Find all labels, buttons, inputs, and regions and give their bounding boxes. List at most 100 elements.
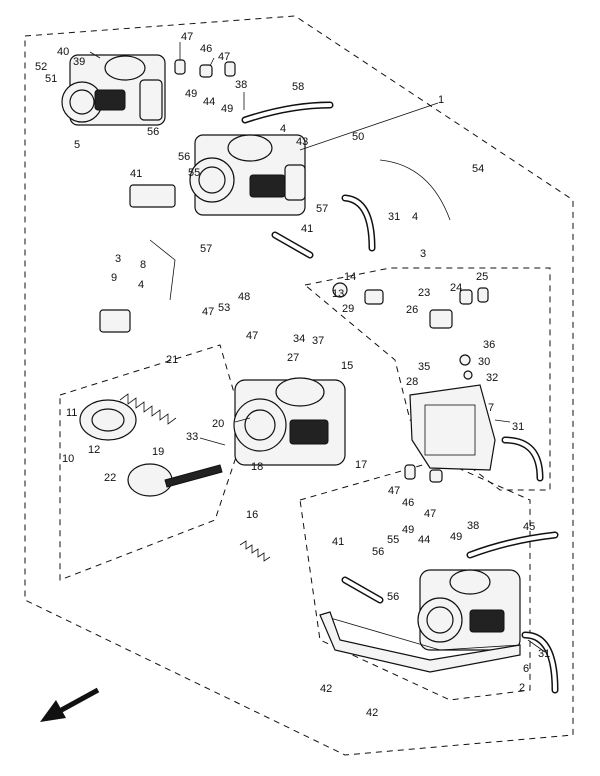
- carburetor-2: [417, 569, 521, 651]
- callout-44: 44: [418, 534, 430, 546]
- callout-28: 28: [406, 376, 418, 388]
- callout-37: 37: [312, 335, 324, 347]
- callout-24: 24: [450, 282, 462, 294]
- callout-47: 47: [424, 508, 436, 520]
- callout-57: 57: [200, 243, 212, 255]
- callout-46: 46: [200, 43, 212, 55]
- throttle-link-top: [149, 239, 176, 301]
- callout-49: 49: [185, 88, 197, 100]
- callout-31: 31: [538, 648, 550, 660]
- callout-45: 45: [523, 521, 535, 533]
- callout-38: 38: [235, 79, 247, 91]
- callout-31: 31: [512, 421, 524, 433]
- callout-47: 47: [388, 485, 400, 497]
- callout-53: 53: [218, 302, 230, 314]
- carburetor-5: [61, 54, 166, 126]
- float-chamber-28: [409, 384, 496, 471]
- callout-36: 36: [483, 339, 495, 351]
- throttle-link-bottom: [319, 614, 521, 651]
- callout-47: 47: [218, 51, 230, 63]
- callouts: 40 39 52 51 5 47 46 47 38 58 1 49 44 49 …: [35, 31, 550, 719]
- group-1-boundary: [59, 344, 246, 581]
- callout-58: 58: [292, 81, 304, 93]
- callout-9: 9: [111, 272, 117, 284]
- callout-3: 3: [420, 248, 426, 260]
- callout-41: 41: [130, 168, 142, 180]
- callout-35: 35: [418, 361, 430, 373]
- callout-33: 33: [186, 431, 198, 443]
- callout-17: 17: [355, 459, 367, 471]
- callout-2: 2: [519, 682, 525, 694]
- callout-52: 52: [35, 61, 47, 73]
- callout-20: 20: [212, 418, 224, 430]
- callout-26: 26: [406, 304, 418, 316]
- callout-47: 47: [246, 330, 258, 342]
- callout-57: 57: [316, 203, 328, 215]
- callout-5: 5: [74, 139, 80, 151]
- callout-42: 42: [320, 683, 332, 695]
- callout-11: 11: [66, 407, 77, 419]
- piston-19: [127, 463, 223, 497]
- callout-44: 44: [203, 96, 215, 108]
- callout-14: 14: [344, 271, 356, 283]
- callout-40: 40: [57, 46, 69, 58]
- callout-48: 48: [238, 291, 250, 303]
- spring-21: [119, 393, 177, 425]
- callout-56: 56: [372, 546, 384, 558]
- callout-4: 4: [412, 211, 418, 223]
- callout-10: 10: [62, 453, 74, 465]
- carburetor-4: [189, 134, 306, 216]
- callout-4: 4: [138, 279, 144, 291]
- callout-55: 55: [188, 167, 200, 179]
- callout-12: 12: [88, 444, 100, 456]
- callout-39: 39: [73, 56, 85, 68]
- callout-31: 31: [388, 211, 400, 223]
- callout-8: 8: [140, 259, 146, 271]
- callout-34: 34: [293, 333, 305, 345]
- callout-47: 47: [181, 31, 193, 43]
- callout-22: 22: [104, 472, 116, 484]
- diaphragm-cover: [79, 399, 137, 441]
- callout-49: 49: [402, 524, 414, 536]
- callout-49: 49: [221, 103, 233, 115]
- callout-1: 1: [438, 94, 444, 106]
- callout-55: 55: [387, 534, 399, 546]
- callout-19: 19: [152, 446, 164, 458]
- callout-4: 4: [280, 123, 286, 135]
- callout-18: 18: [251, 461, 263, 473]
- callout-32: 32: [486, 372, 498, 384]
- hose-31-mid: [501, 436, 544, 482]
- callout-38: 38: [467, 520, 479, 532]
- callout-27: 27: [287, 352, 299, 364]
- callout-54: 54: [472, 163, 484, 175]
- callout-41: 41: [332, 536, 344, 548]
- bracket-42: [319, 611, 521, 673]
- callout-7: 7: [488, 402, 494, 414]
- callout-6: 6: [523, 663, 529, 675]
- callout-42: 42: [366, 707, 378, 719]
- callout-50: 50: [352, 131, 364, 143]
- cable-50: [379, 159, 451, 221]
- callout-56: 56: [387, 591, 399, 603]
- callout-43: 43: [296, 136, 308, 148]
- callout-41: 41: [301, 223, 313, 235]
- callout-15: 15: [341, 360, 353, 372]
- callout-46: 46: [402, 497, 414, 509]
- leader-lines: [89, 42, 546, 653]
- spring-16: [239, 540, 271, 562]
- callout-51: 51: [45, 73, 57, 85]
- callout-29: 29: [342, 303, 354, 315]
- callout-21: 21: [166, 354, 178, 366]
- group-3-boundary: [303, 267, 551, 491]
- carburetor-18: [233, 377, 346, 466]
- callout-56: 56: [147, 126, 159, 138]
- callout-30: 30: [478, 356, 490, 368]
- callout-25: 25: [476, 271, 488, 283]
- callout-16: 16: [246, 509, 258, 521]
- callout-3: 3: [115, 253, 121, 265]
- callout-49: 49: [450, 531, 462, 543]
- callout-13: 13: [332, 288, 344, 300]
- callout-56: 56: [178, 151, 190, 163]
- small-fittings: [99, 59, 489, 483]
